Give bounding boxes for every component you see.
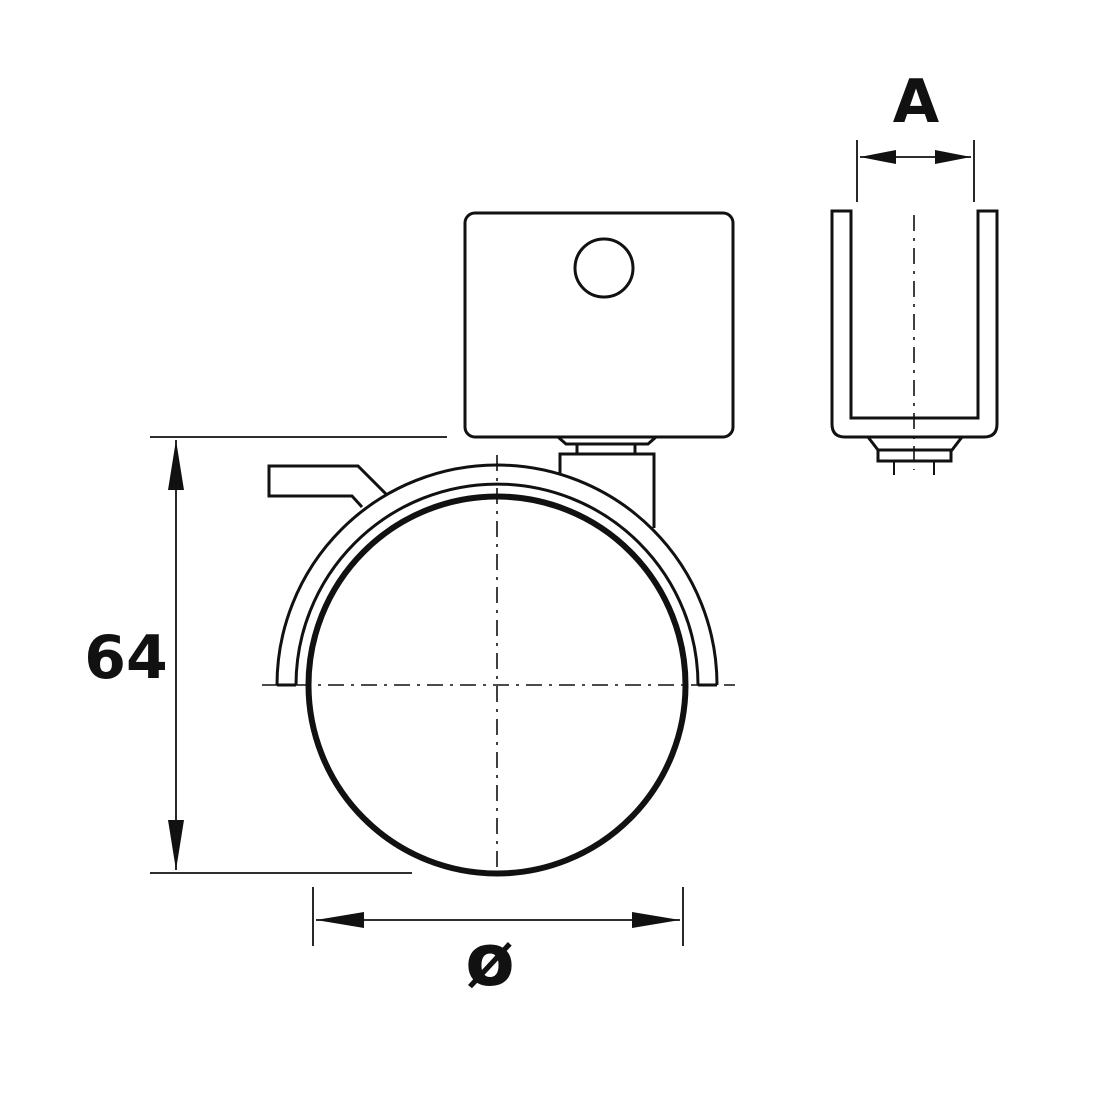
diameter-arrow-left <box>316 912 364 928</box>
mounting-plate <box>463 211 735 439</box>
fork-hood-inner <box>294 482 700 686</box>
height-arrow-top <box>168 440 184 490</box>
diameter-arrow-right <box>632 912 680 928</box>
diameter-label: ø <box>465 918 514 1002</box>
width-arrow-left <box>860 150 896 164</box>
brake-lever <box>267 464 388 509</box>
fork-swivel-base <box>866 436 964 452</box>
width-arrow-right <box>935 150 971 164</box>
caster-side-view <box>267 211 735 877</box>
width-dimension <box>856 140 975 202</box>
fork-u-profile <box>830 209 999 439</box>
fork-stem <box>558 452 656 528</box>
fork-swivel-nut <box>876 448 953 463</box>
height-dimension <box>150 436 447 874</box>
diameter-dimension <box>312 887 684 946</box>
height-label: 64 <box>84 623 168 693</box>
mounting-hole <box>573 237 635 299</box>
fork-front-view <box>830 209 999 475</box>
centerlines <box>262 215 915 875</box>
width-label: A <box>893 67 940 137</box>
height-arrow-bottom <box>168 820 184 870</box>
